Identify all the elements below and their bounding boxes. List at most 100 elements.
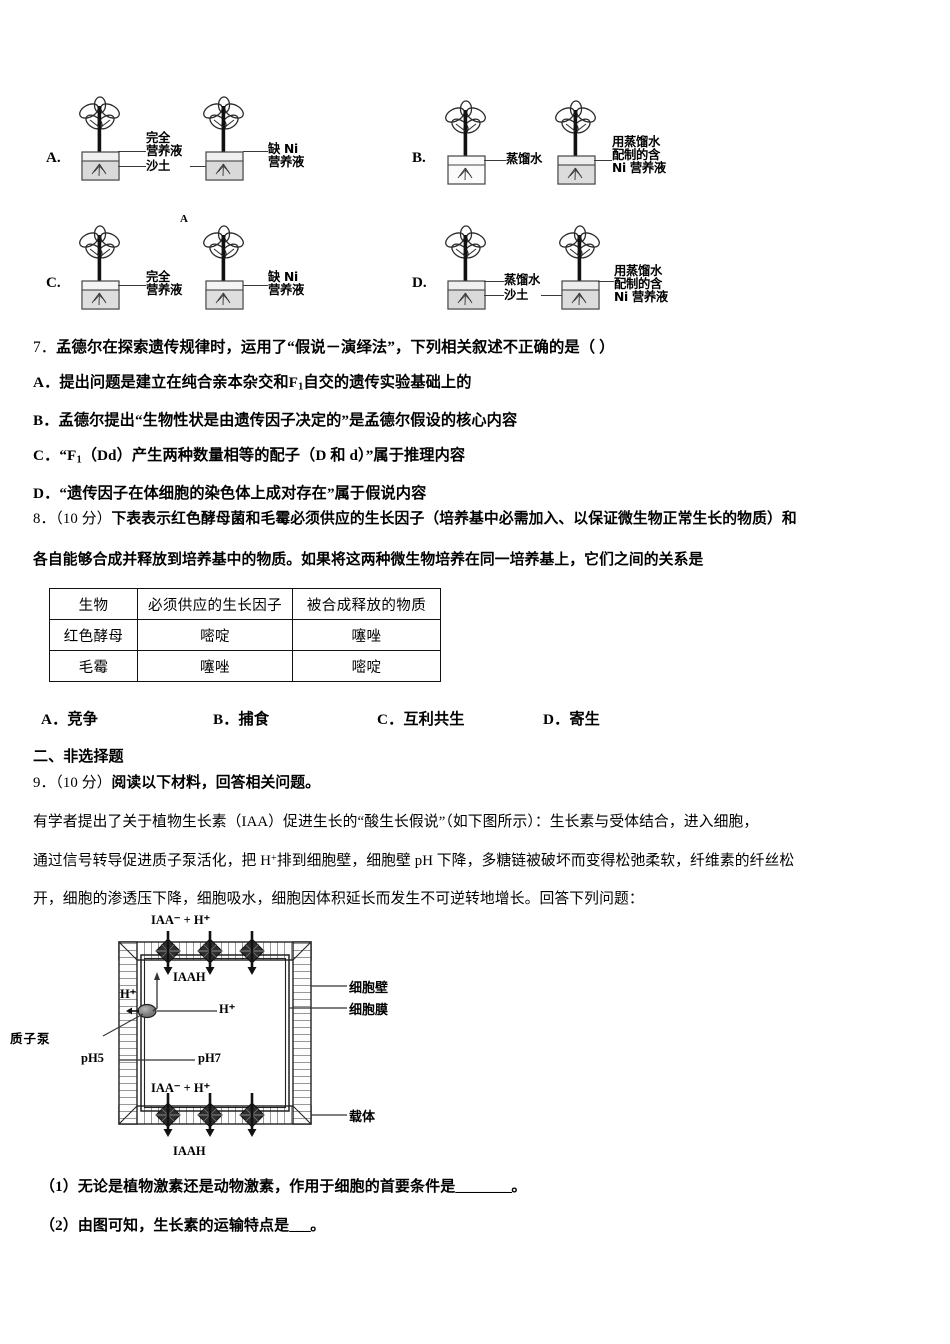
cell-organism-mucor: 毛霉 <box>49 650 138 682</box>
sub-question-1-label: （1） <box>40 1179 78 1195</box>
label-top-product: IAAH <box>173 970 206 984</box>
label-cell-membrane: 细胞膜 <box>349 1003 389 1018</box>
option-a-subscript: 1 <box>298 381 304 393</box>
question-7-option-b[interactable]: B．孟德尔提出“生物性状是由遗传因子决定的”是孟德尔假设的核心内容 <box>33 413 923 428</box>
plant-pot-c2 <box>196 225 252 317</box>
question-8-option-b[interactable]: B．捕食 <box>213 712 269 727</box>
pot-label-d2: 用蒸馏水 配制的含 Ni 营养液 <box>614 264 668 304</box>
question-8-number: 8． <box>33 511 56 527</box>
question-8-stem-line1: 8．（10 分）下表表示红色酵母菌和毛霉必须供应的生长因子（培养基中必需加入、以… <box>33 512 933 527</box>
option-c-text-pre: “F <box>59 447 77 465</box>
option-b-text: 孟德尔提出“生物性状是由遗传因子决定的”是孟德尔假设的核心内容 <box>58 412 518 430</box>
sub-question-1-text: 无论是植物激素还是动物激素，作用于细胞的首要条件是 <box>77 1179 456 1195</box>
option-a-letter: A. <box>46 150 61 166</box>
label-cell-wall: 细胞壁 <box>349 981 389 996</box>
leader-line-c1 <box>118 285 146 286</box>
pot-label-c2: 缺 Ni 营养液 <box>268 270 304 297</box>
leader-line-c2 <box>243 285 268 286</box>
option-d-letter: D. <box>412 275 427 291</box>
growth-factor-table: 生物 必须供应的生长因子 被合成释放的物质 红色酵母 嘧啶 噻唑 毛霉 噻唑 嘧… <box>49 588 441 682</box>
question-7-option-d[interactable]: D．“遗传因子在体细胞的染色体上成对存在”属于假说内容 <box>33 486 923 501</box>
header-required-growth-factor: 必须供应的生长因子 <box>137 588 293 620</box>
option-b-label: B． <box>33 412 59 430</box>
leader-line-d1-bottom <box>484 295 504 296</box>
sub-question-2-blank[interactable]: ___ <box>289 1218 311 1234</box>
pot-label-b1: 蒸馏水 <box>506 152 542 166</box>
plant-pot-c1 <box>72 225 128 317</box>
label-top-transport: IAA⁻ + H⁺ <box>151 913 211 927</box>
paragraph-line2-a: 通过信号转导促进质子泵活化，把 H <box>33 852 272 869</box>
question-8: 8．（10 分）下表表示红色酵母菌和毛霉必须供应的生长因子（培养基中必需加入、以… <box>33 512 933 568</box>
header-released-substance: 被合成释放的物质 <box>292 588 441 620</box>
question-7-option-a[interactable]: A．提出问题是建立在纯合亲本杂交和F1自交的遗传实验基础上的 <box>33 375 923 393</box>
label-bottom-product: IAAH <box>173 1144 206 1158</box>
sub-question-1: （1）无论是植物激素还是动物激素，作用于细胞的首要条件是________。 <box>40 1180 920 1195</box>
option-figure-c[interactable]: C. A <box>0 213 400 328</box>
question-8-option-a[interactable]: A．竞争 <box>41 712 98 727</box>
option-figure-a[interactable]: A. <box>0 88 400 203</box>
sub-question-2: （2）由图可知，生长素的运输特点是___。 <box>40 1219 920 1234</box>
option-b-letter: B. <box>412 150 426 166</box>
table-header-row: 生物 必须供应的生长因子 被合成释放的物质 <box>49 588 441 620</box>
option-d-label: D． <box>33 485 60 503</box>
label-proton-pump: 质子泵 <box>10 1031 51 1046</box>
q8-option-a-label: A． <box>41 711 68 728</box>
sub-question-1-period: 。 <box>511 1179 527 1195</box>
cell-released-red-yeast: 噻唑 <box>292 619 441 651</box>
sub-question-2-label: （2） <box>40 1218 78 1234</box>
cell-factor-red-yeast: 嘧啶 <box>137 619 293 651</box>
sub-question-1-blank[interactable]: ________ <box>455 1179 512 1195</box>
q8-option-b-text: 捕食 <box>238 711 270 728</box>
leader-line-d2 <box>598 281 614 282</box>
question-9: 9．（10 分）阅读以下材料，回答相关问题。 有学者提出了关于植物生长素（IAA… <box>33 776 933 907</box>
question-9-score: （10 分） <box>55 775 112 791</box>
plant-pot-d2 <box>552 225 608 317</box>
label-ph-wall: pH5 <box>81 1051 104 1065</box>
pot-label-c1: 完全 营养液 <box>146 270 182 297</box>
label-ph-cytoplasm: pH7 <box>198 1051 221 1065</box>
label-proton-outside: H⁺ <box>120 987 137 1001</box>
table-row: 红色酵母 嘧啶 噻唑 <box>49 619 441 651</box>
label-bottom-transport: IAA⁻ + H⁺ <box>151 1081 211 1095</box>
header-organism: 生物 <box>49 588 138 620</box>
pot-label-b2: 用蒸馏水 配制的含 Ni 营养液 <box>612 135 666 175</box>
section-2-title: 二、非选择题 <box>33 749 124 765</box>
q8-option-d-text: 寄生 <box>569 711 600 728</box>
pot-label-d1-second: 沙土 <box>504 288 528 302</box>
leader-line-a1-bottom <box>118 166 146 167</box>
sub-question-2-text: 由图可知，生长素的运输特点是 <box>77 1218 290 1234</box>
option-c-letter: C. <box>46 275 61 291</box>
label-proton-inside: H⁺ <box>219 1002 236 1016</box>
plant-pot-b1 <box>438 100 494 192</box>
option-figure-d[interactable]: D. <box>400 213 800 328</box>
paragraph-line2-superscript: + <box>271 852 277 864</box>
question-7-option-c[interactable]: C．“F1（Dd）产生两种数量相等的配子（D 和 d）”属于推理内容 <box>33 448 923 466</box>
q8-option-c-label: C． <box>377 711 404 728</box>
option-d-text: “遗传因子在体细胞的染色体上成对存在”属于假说内容 <box>59 485 427 503</box>
question-9-sub-questions: （1）无论是植物激素还是动物激素，作用于细胞的首要条件是________。 （2… <box>40 1180 920 1234</box>
pot-label-d1: 蒸馏水 <box>504 273 540 287</box>
q8-option-d-label: D． <box>543 711 570 728</box>
pot-label-a2: 缺 Ni 营养液 <box>268 142 304 169</box>
question-7: 7．孟德尔在探索遗传规律时，运用了“假说－演绎法”，下列相关叙述不正确的是（ ）… <box>33 340 923 502</box>
question-9-number: 9． <box>33 775 56 791</box>
q8-option-a-text: 竞争 <box>67 711 98 728</box>
question-8-option-d[interactable]: D．寄生 <box>543 712 600 727</box>
question-7-stem: 7．孟德尔在探索遗传规律时，运用了“假说－演绎法”，下列相关叙述不正确的是（ ） <box>33 340 923 355</box>
option-a-text-pre: 提出问题是建立在纯合亲本杂交和F <box>59 374 299 392</box>
paragraph-line2-b: 排到细胞壁，细胞壁 pH 下降，多糖链被破坏而变得松弛柔软，纤维素的纤丝松 <box>276 852 795 869</box>
question-7-number: 7． <box>33 339 57 356</box>
cell-organism-red-yeast: 红色酵母 <box>49 619 138 651</box>
question-9-stem-text: 阅读以下材料，回答相关问题。 <box>111 775 321 791</box>
option-c-label: C． <box>33 447 60 465</box>
question-9-paragraph-line-2: 通过信号转导促进质子泵活化，把 H+排到细胞壁，细胞壁 pH 下降，多糖链被破坏… <box>33 852 933 869</box>
question-8-option-c[interactable]: C．互利共生 <box>377 712 465 727</box>
option-figure-b[interactable]: B. <box>400 88 800 203</box>
figure-marker-a: A <box>180 213 188 225</box>
plant-pot-a1 <box>72 96 128 188</box>
leader-line-b2 <box>594 160 612 161</box>
sub-question-2-period: 。 <box>310 1218 326 1234</box>
plant-pot-b2 <box>548 100 604 192</box>
question-8-score: （10 分） <box>55 511 112 527</box>
